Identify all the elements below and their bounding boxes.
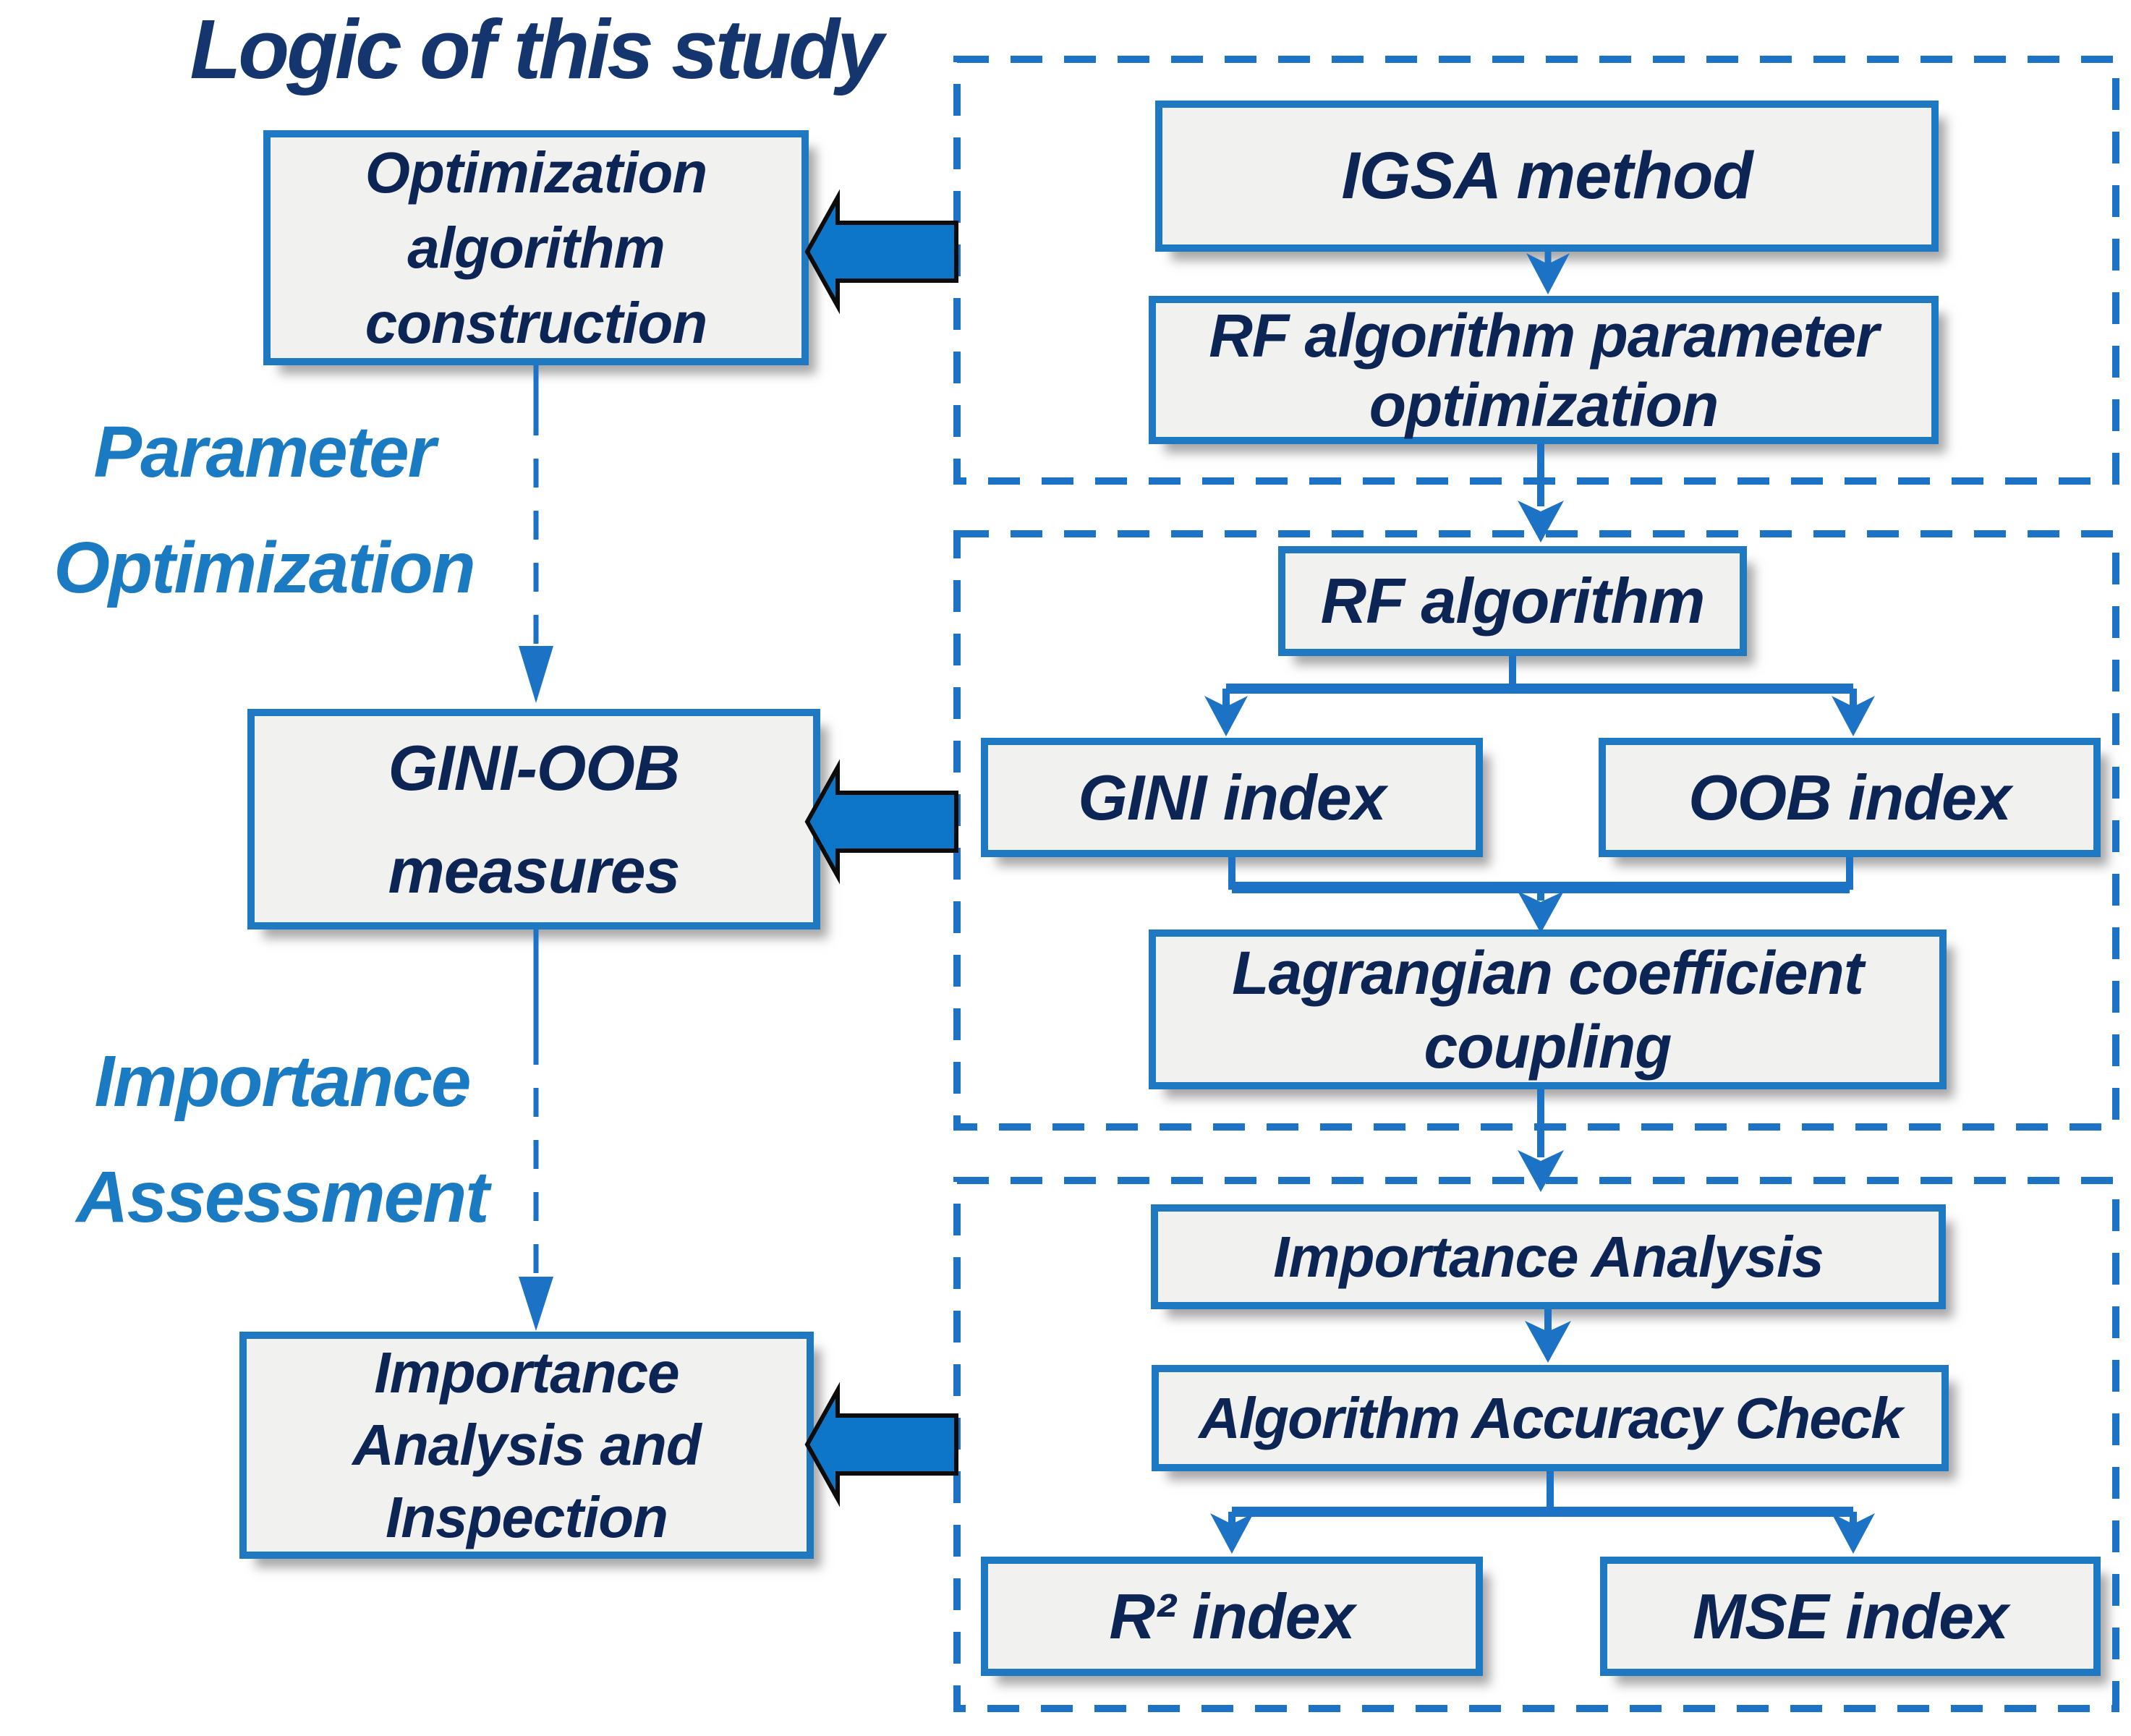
- box-oob-index: OOB index: [1599, 738, 2101, 857]
- arrowhead-boxA-to-boxB: [519, 646, 553, 703]
- arrowhead-to-oob-index: [1832, 696, 1875, 736]
- arrowhead-to-gini-index: [1204, 696, 1248, 736]
- label-line: Importance: [94, 1041, 471, 1122]
- box-line: Optimization: [365, 140, 707, 205]
- box-line: measures: [388, 834, 681, 906]
- box-gini-index: GINI index: [981, 738, 1483, 857]
- box-line: RF algorithm: [1320, 565, 1706, 637]
- box-line: Algorithm Accuracy Check: [1199, 1385, 1903, 1450]
- box-lagrangian-coefficient-coupling: Lagrangian coefficient coupling: [1149, 929, 1947, 1089]
- block-arrow-stage2-to-boxB: [804, 759, 958, 885]
- label-parameter-optimization: Parameter Optimization: [7, 394, 521, 626]
- arrowhead-boxB-to-boxC: [519, 1277, 553, 1331]
- box-importance-analysis-and-inspection: Importance Analysis and Inspection: [239, 1332, 814, 1559]
- arrowhead-stage1-to-stage2: [1518, 501, 1564, 542]
- box-rf-algorithm-parameter-optimization: RF algorithm parameter optimization: [1149, 296, 1939, 444]
- arrowhead-stage2-to-stage3: [1518, 1150, 1564, 1192]
- box-gini-oob-measures: GINI-OOB measures: [247, 709, 820, 929]
- box-line: MSE index: [1693, 1580, 2009, 1652]
- block-arrow-stage3-to-boxC: [804, 1382, 958, 1507]
- box-algorithm-accuracy-check: Algorithm Accuracy Check: [1152, 1365, 1949, 1471]
- label-line: Parameter: [93, 412, 435, 493]
- box-line: coupling: [1424, 1012, 1672, 1081]
- arrowhead-to-lagrangian: [1518, 891, 1564, 933]
- box-importance-analysis: Importance Analysis: [1151, 1204, 1946, 1309]
- box-line: optimization: [1369, 370, 1719, 439]
- arrowhead-to-mse-index: [1832, 1513, 1875, 1554]
- page-title: Logic of this study: [190, 2, 883, 96]
- box-line: Importance Analysis: [1273, 1224, 1824, 1289]
- label-importance-assessment: Importance Assessment: [22, 1024, 543, 1255]
- block-arrow-stage1-to-boxA: [804, 189, 958, 315]
- box-line: R² index: [1109, 1580, 1355, 1652]
- box-line: Importance: [374, 1340, 679, 1405]
- box-mse-index: MSE index: [1600, 1557, 2101, 1676]
- label-line: Optimization: [54, 527, 476, 608]
- arrowhead-igsa-to-rfparam: [1526, 253, 1570, 294]
- box-optimization-algorithm-construction: Optimization algorithm construction: [263, 130, 809, 365]
- box-line: algorithm: [407, 215, 665, 280]
- arrowhead-impanalysis-to-accuracy: [1525, 1321, 1571, 1363]
- box-rf-algorithm: RF algorithm: [1278, 546, 1747, 656]
- box-line: OOB index: [1688, 761, 2012, 833]
- box-line: Analysis and: [352, 1413, 702, 1477]
- box-line: RF algorithm parameter: [1209, 301, 1879, 370]
- box-igsa-method: IGSA method: [1155, 101, 1939, 252]
- box-line: construction: [365, 290, 707, 355]
- label-line: Assessment: [76, 1157, 489, 1238]
- arrowhead-to-r2-index: [1210, 1513, 1254, 1554]
- box-line: Lagrangian coefficient: [1232, 938, 1864, 1007]
- box-line: GINI-OOB: [388, 731, 681, 804]
- box-line: GINI index: [1078, 761, 1386, 833]
- box-r2-index: R² index: [981, 1557, 1483, 1676]
- box-line: Inspection: [385, 1485, 668, 1549]
- box-line: IGSA method: [1341, 139, 1753, 213]
